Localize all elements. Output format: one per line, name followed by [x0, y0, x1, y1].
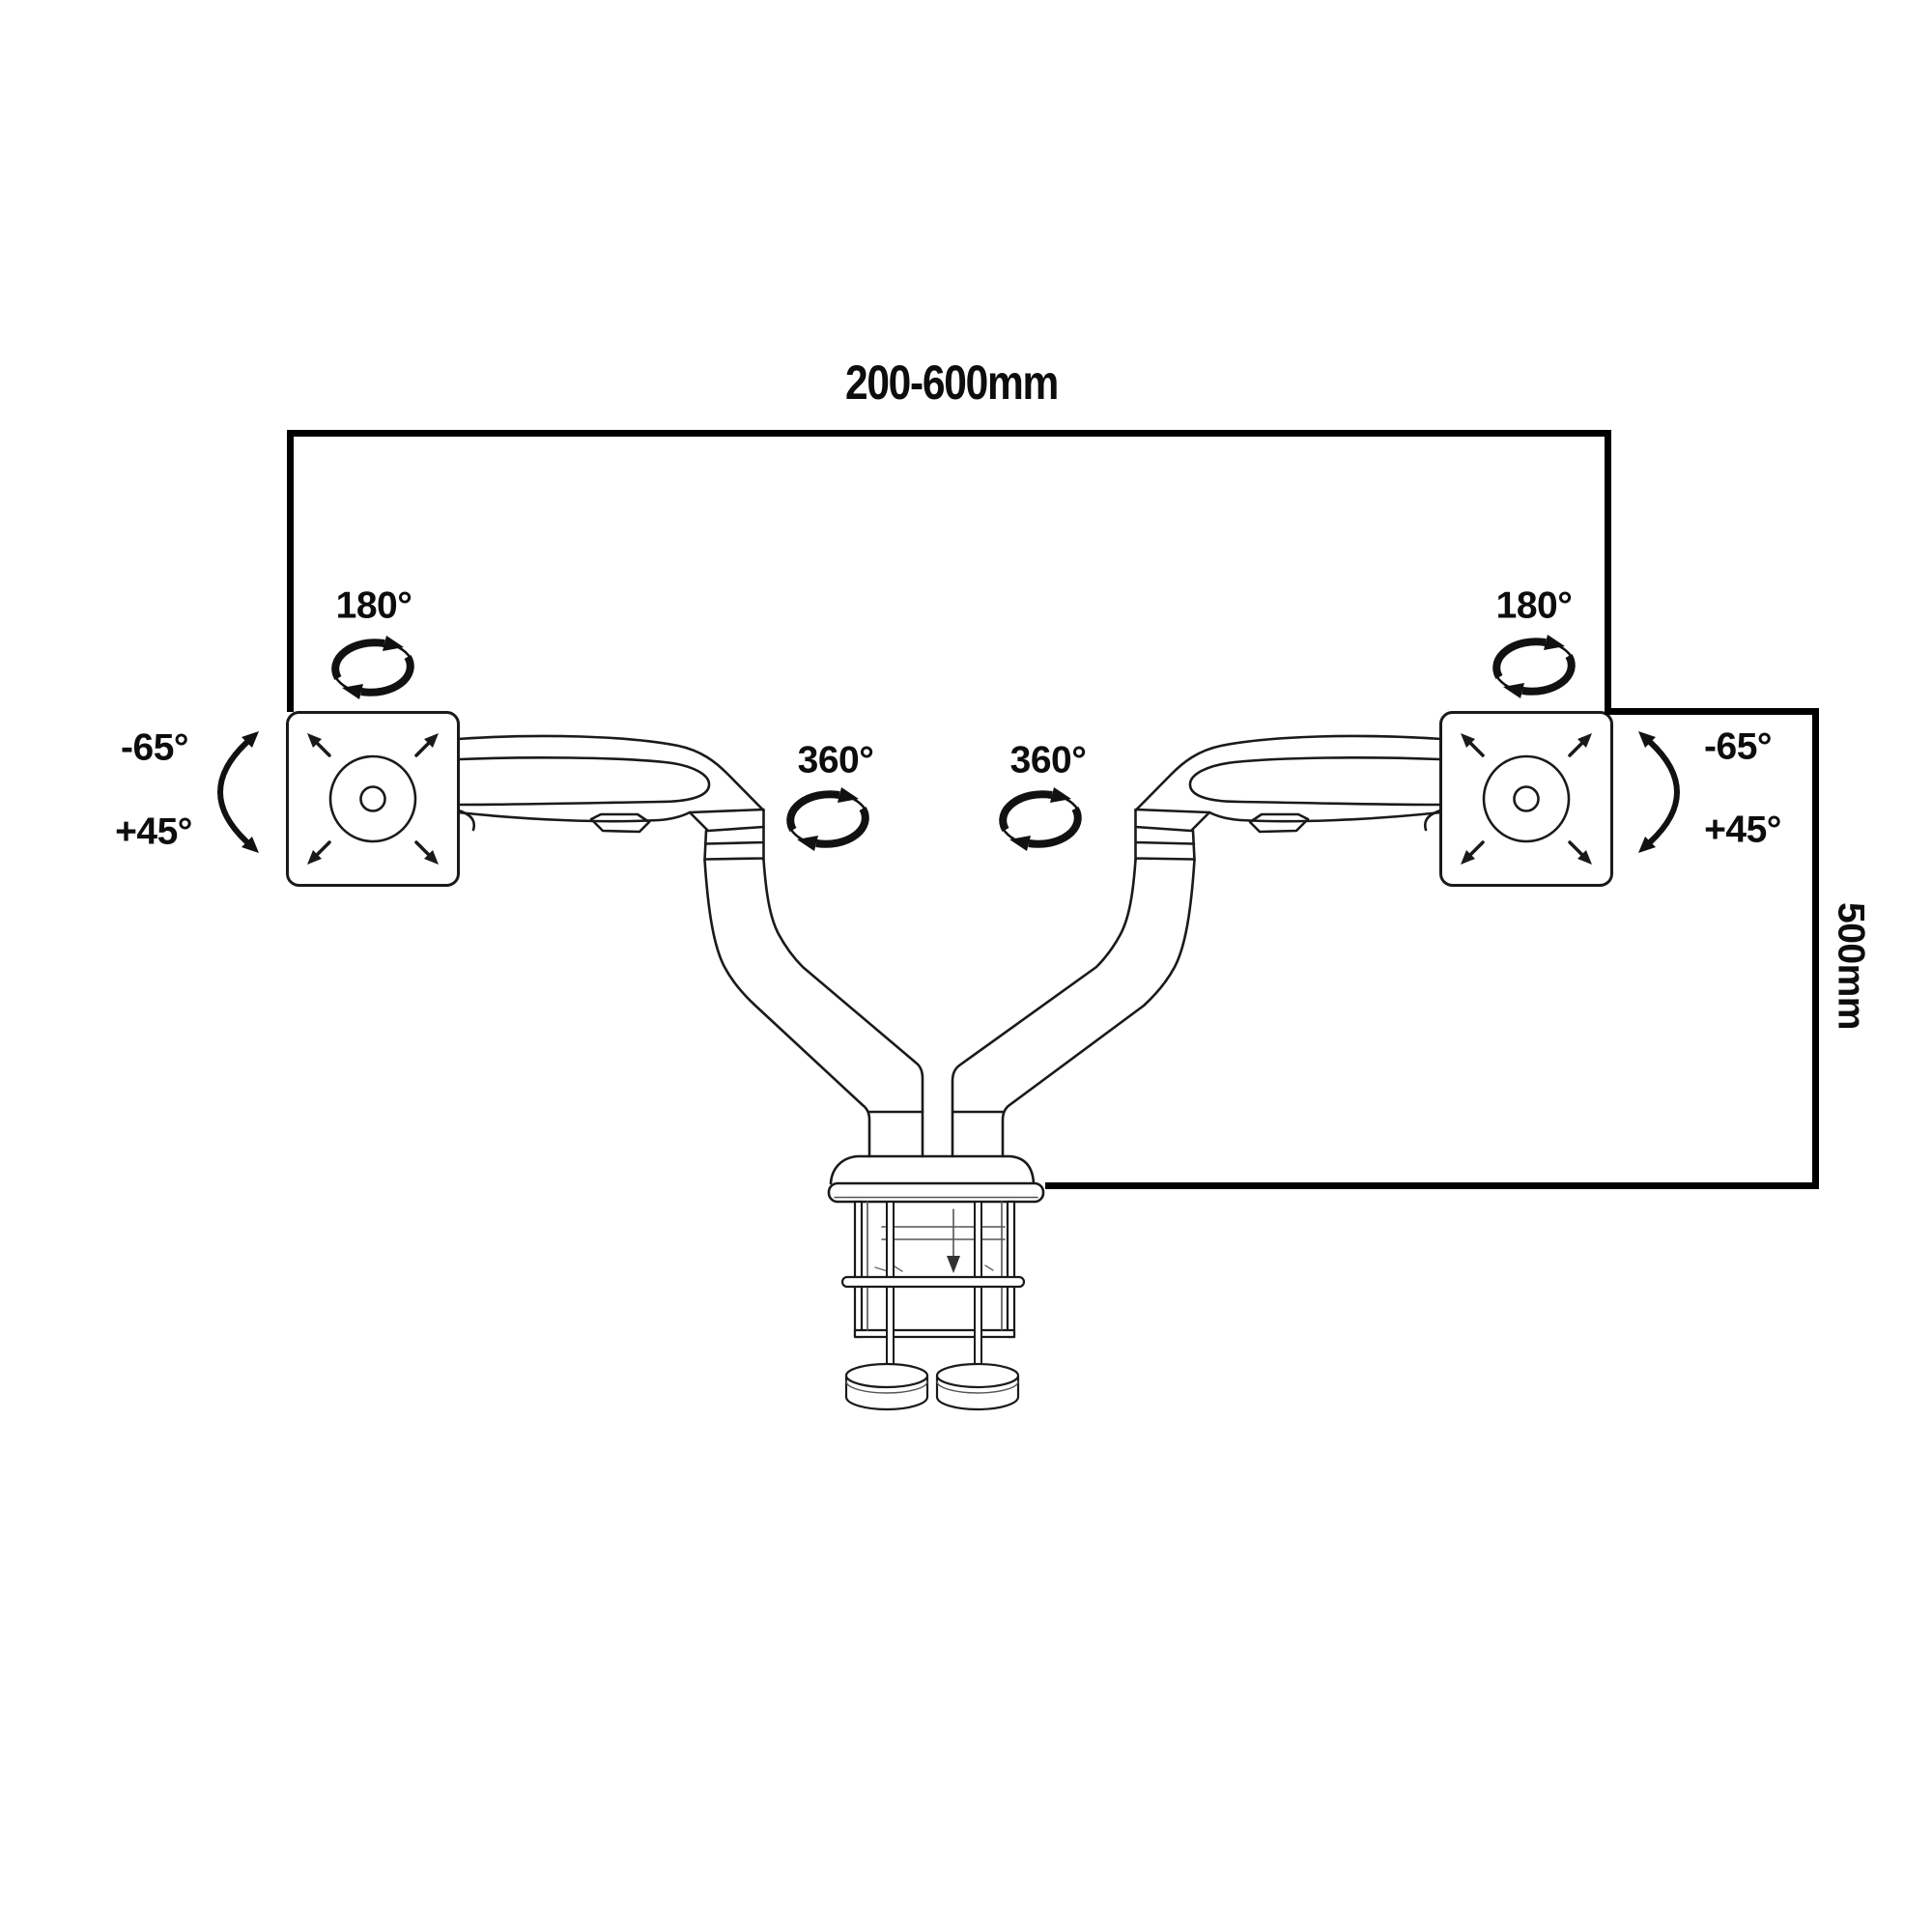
arm-right-cable-clip [1248, 812, 1310, 834]
rotation-arrows-icon-right-swivel [1494, 635, 1574, 698]
dimension-label-top-width: 200-600mm [844, 355, 1059, 410]
tilt-down-label-left: +45° [115, 810, 192, 853]
rotation-arrows-icon-right-360 [1001, 787, 1080, 851]
arm-right-hinge-tab [1423, 809, 1442, 832]
tilt-down-label-right: +45° [1704, 809, 1781, 851]
rotate-label-left: 360° [797, 739, 874, 781]
clamp-pad-right [935, 1362, 1020, 1411]
tilt-up-label-right: -65° [1704, 725, 1772, 768]
clamp-pad-left [844, 1362, 929, 1411]
arm-right-tube-outer [1001, 858, 1196, 1158]
vesa-right-corner-arrows [1461, 733, 1592, 865]
swivel-label-left: 180° [335, 584, 412, 627]
base-column [827, 1154, 1045, 1204]
vesa-left-ring [328, 754, 417, 843]
dimension-bracket-top [287, 430, 1611, 712]
clamp-engraving-marks [874, 1264, 994, 1272]
vesa-right-ring [1482, 754, 1571, 843]
rotation-arrows-icon-left-swivel [333, 636, 412, 699]
vesa-left-hub [359, 785, 386, 812]
arm-left-elbow-face [688, 808, 765, 833]
clamp-arrow-head [947, 1256, 960, 1273]
arm-right-beam-top [1134, 734, 1443, 812]
arm-right-gas-spring [1188, 756, 1441, 807]
vesa-left-corner-arrows [307, 733, 439, 865]
arm-right-elbow-face [1134, 808, 1211, 833]
arm-right-elbow-bands [1134, 825, 1196, 862]
clamp-bar-right [1006, 1200, 1016, 1339]
dimension-bracket-right [1045, 708, 1819, 1189]
desk-clamp [840, 1200, 1026, 1411]
clamp-inner-walls [867, 1201, 1003, 1331]
arm-left-tube-inner [762, 858, 924, 1158]
clamp-slot-lines [881, 1226, 1006, 1240]
arm-right-tube-inner [951, 858, 1137, 1158]
base-dome [829, 1154, 1036, 1185]
arm-left-cable-clip [589, 812, 651, 834]
arm-left-beam-bottom [456, 810, 692, 823]
clamp-bar-bottom [853, 1328, 1016, 1339]
arm-right-beam-bottom [1208, 810, 1443, 823]
vesa-plate-right [1439, 711, 1613, 887]
vesa-right-hub [1513, 785, 1540, 812]
tilt-arrow-icon-right [1638, 731, 1677, 853]
arm-left-hinge-tab [457, 809, 476, 832]
swivel-label-right: 180° [1495, 584, 1573, 627]
rotation-arrows-icon-left-360 [788, 787, 867, 851]
arm-left-tube-outer [703, 858, 871, 1158]
arm-right [951, 734, 1443, 1158]
dimension-label-right-height: 500mm [1830, 902, 1872, 1030]
clamp-bar-left [853, 1200, 864, 1339]
arm-left-gas-spring [458, 756, 711, 807]
desk-plate [840, 1275, 1026, 1289]
tilt-up-label-left: -65° [121, 726, 188, 769]
base-band [827, 1181, 1045, 1204]
vesa-plate-left [286, 711, 460, 887]
arm-left [456, 734, 924, 1158]
tilt-arrow-icon-left [220, 731, 259, 853]
arm-left-elbow-bands [703, 825, 765, 862]
arm-left-beam-top [456, 734, 765, 812]
rotate-label-right: 360° [1009, 739, 1087, 781]
